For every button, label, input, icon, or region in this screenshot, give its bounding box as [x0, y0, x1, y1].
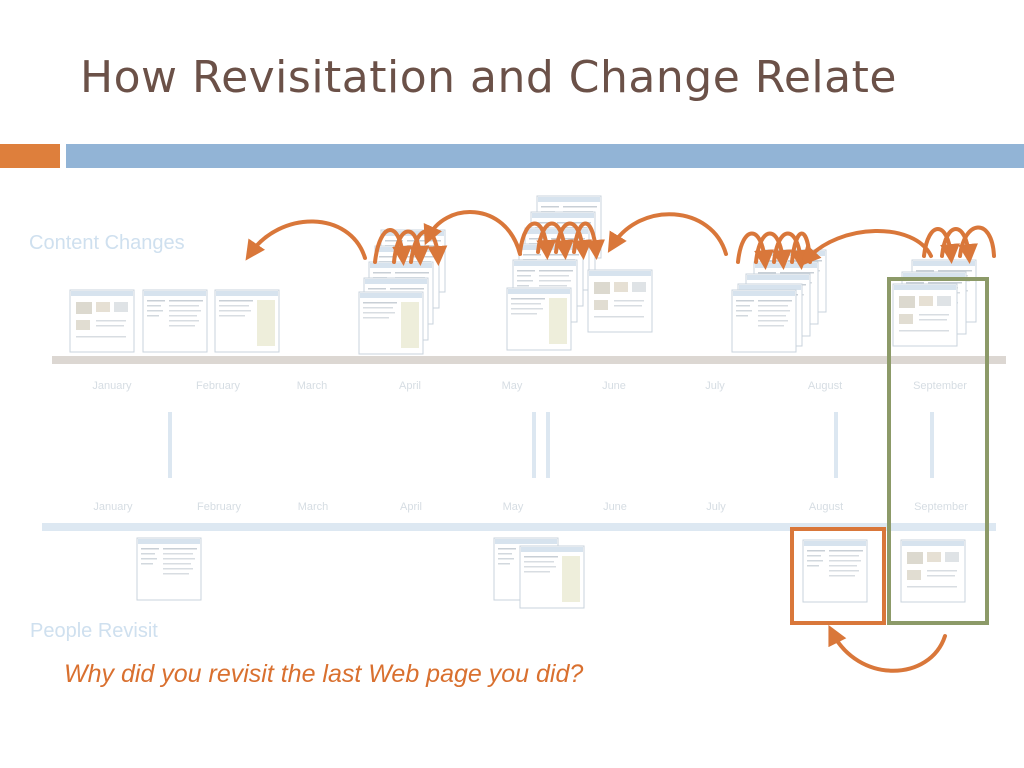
september-highlight-box [887, 277, 989, 625]
month-bottom-march: March [297, 501, 329, 513]
month-bottom-august: August [808, 501, 844, 513]
month-bottom-january: January [93, 501, 133, 513]
month-bottom-february: February [196, 501, 242, 513]
accent-bar-blue [66, 144, 1024, 168]
revisit-question: Why did you revisit the last Web page yo… [64, 660, 584, 688]
month-top-june: June [602, 380, 626, 392]
august-revisit-highlight-box [790, 527, 886, 625]
month-bottom-september: September [914, 501, 968, 513]
month-top-march: March [296, 380, 328, 392]
month-bottom-may: May [502, 501, 524, 513]
month-top-september: September [913, 380, 967, 392]
month-top-april: April [398, 380, 421, 392]
content-page-thumbnails [69, 195, 977, 355]
month-bottom-june: June [603, 501, 627, 513]
month-top-february: February [195, 380, 241, 392]
month-top-january: January [92, 380, 132, 392]
people-revisit-label: People Revisit [30, 620, 158, 642]
month-top-july: July [705, 380, 725, 392]
month-bottom-july: July [706, 501, 726, 513]
slide-title: How Revisitation and Change Relate [80, 52, 897, 103]
connector-lines [168, 412, 934, 478]
month-top-may: May [501, 380, 523, 392]
accent-bar-orange [0, 144, 60, 168]
month-bottom-april: April [399, 501, 422, 513]
content-changes-label: Content Changes [29, 232, 185, 254]
revisit-timeline-bar [42, 523, 996, 531]
revisit-page-thumbnails [136, 537, 966, 609]
month-top-august: August [807, 380, 843, 392]
revisit-arrow [828, 624, 947, 673]
content-timeline-bar [52, 356, 1006, 364]
change-arrows [245, 210, 996, 270]
